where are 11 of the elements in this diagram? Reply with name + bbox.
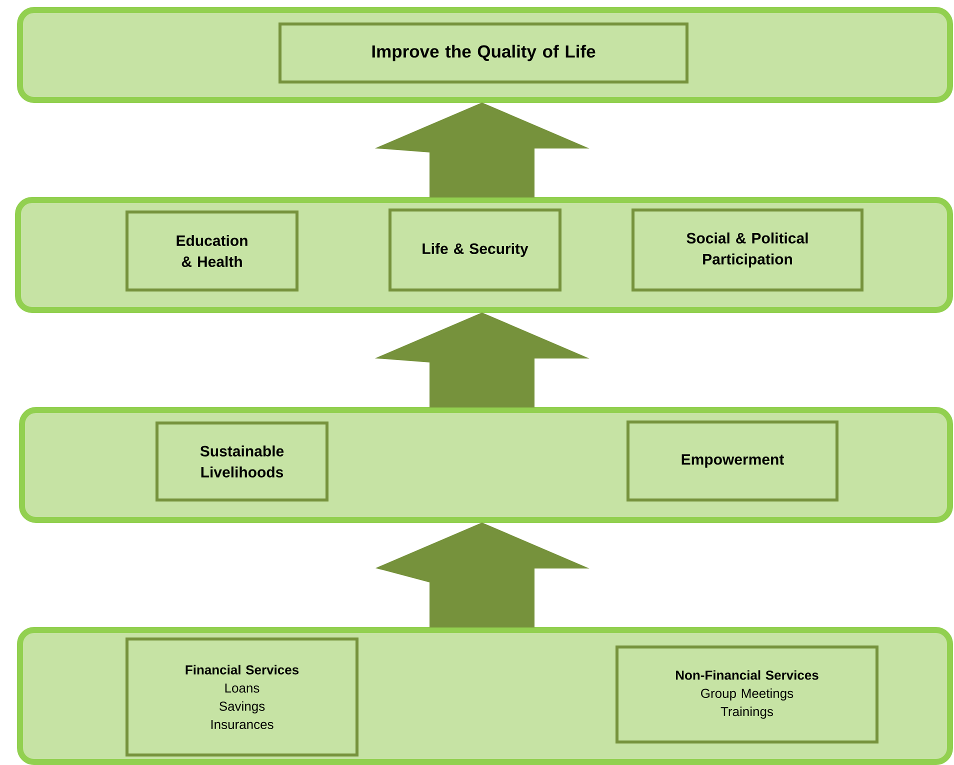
text-box: Education & Health [126,210,298,292]
text-box: Life & Security [388,208,562,292]
block-arrow [374,102,590,198]
text-box: Empowerment [626,420,838,502]
text-box: Social & Political Participation [632,208,864,292]
text-box: Financial Services Loans Savings Insurances [126,637,358,756]
text-box: Sustainable Livelihoods [156,421,328,502]
text-box: Improve the Quality of Life [278,22,688,84]
block-arrow [374,312,590,408]
block-arrow [375,522,590,628]
text-box: Non-Financial Services Group Meetings Trainings [616,645,878,744]
